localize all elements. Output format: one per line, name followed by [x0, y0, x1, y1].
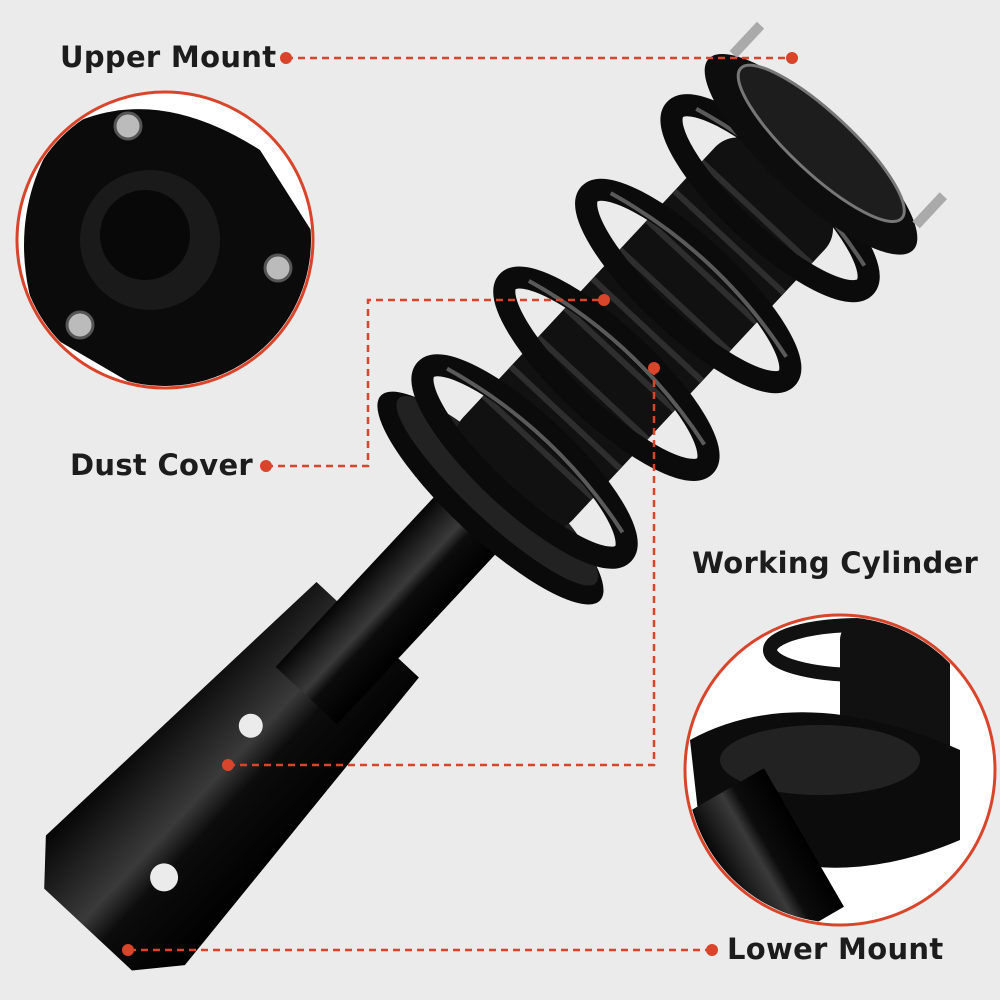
- strut: [44, 21, 947, 971]
- working-cylinder-inset: [683, 613, 997, 927]
- lower-mount-label: Lower Mount: [727, 932, 944, 966]
- cylinder-tube: [275, 476, 515, 725]
- upper-mount-dot: [280, 52, 292, 64]
- callout-dots: [122, 52, 798, 956]
- lower-mount-dot: [706, 944, 718, 956]
- dust-cover-label: Dust Cover: [70, 448, 254, 482]
- upper-mount-label: Upper Mount: [60, 40, 277, 74]
- dust-cover-dot: [260, 460, 272, 472]
- upper-mount-inset: [15, 90, 315, 390]
- working-cylinder-label: Working Cylinder: [692, 546, 979, 580]
- working-cylinder-dot: [648, 362, 660, 374]
- working-cylinder-leader: [228, 368, 656, 767]
- dust-cover-leader: [266, 298, 604, 468]
- callout-lines: [128, 56, 792, 952]
- coil-spring: [411, 94, 880, 569]
